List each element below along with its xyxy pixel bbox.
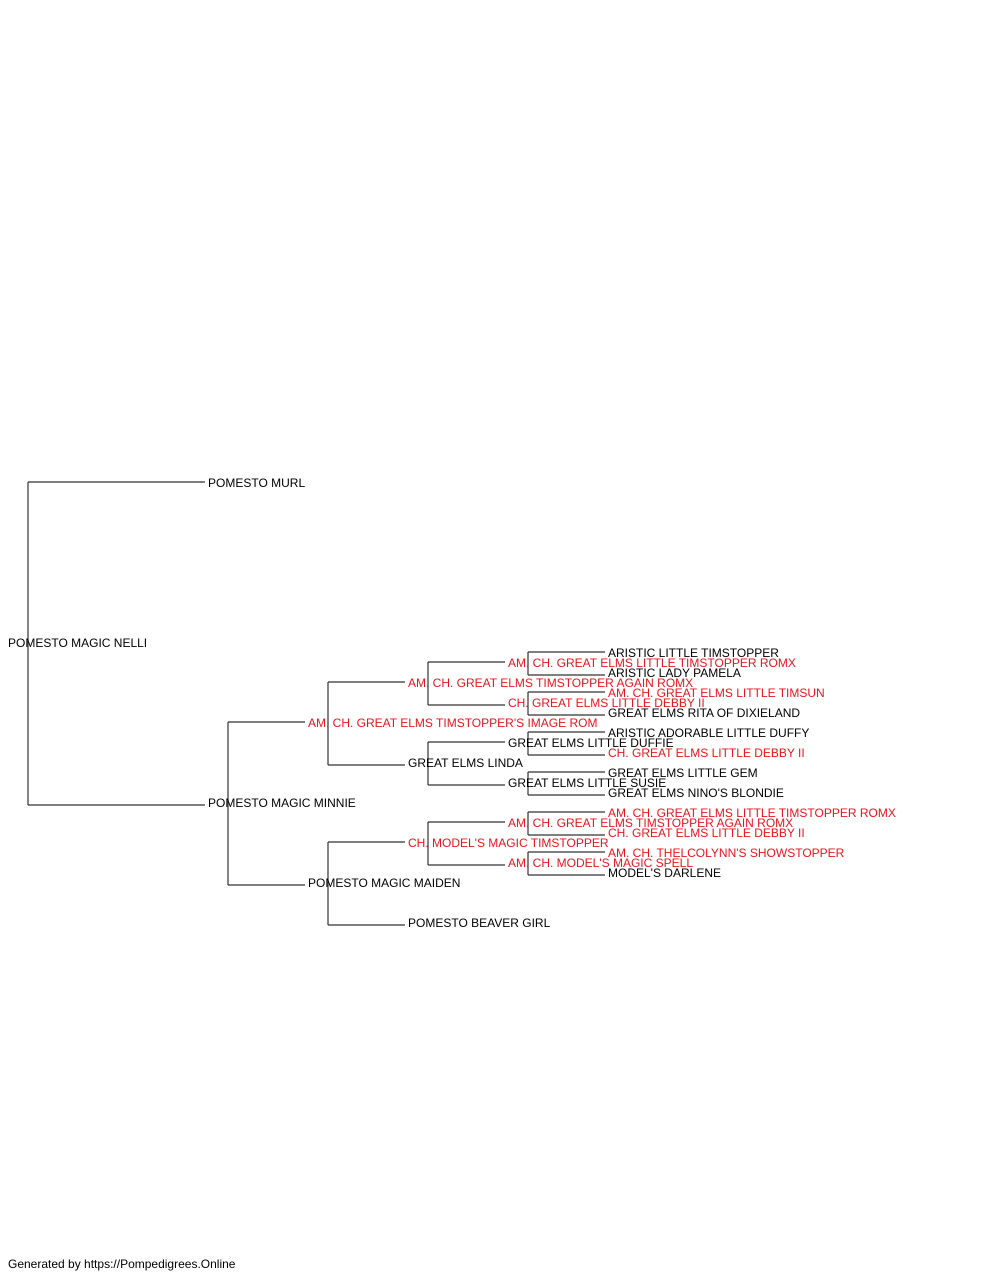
dog-name-dam-sire-sire: AM. CH. GREAT ELMS TIMSTOPPER AGAIN ROMX <box>408 676 693 690</box>
pedigree-tree: POMESTO MURL ARISTIC LITTLE TIMSTOPPER ARI… <box>8 476 896 930</box>
dog-name-dam-dam-sire-dam-dam: MODEL'S DARLENE <box>608 866 721 880</box>
dog-name-dam-sire-dam-sire: GREAT ELMS LITTLE DUFFIE <box>508 736 674 750</box>
dog-name-dam-sire: AM. CH. GREAT ELMS TIMSTOPPER'S IMAGE RO… <box>308 716 597 730</box>
dog-name-dam-dam-sire-dam: AM. CH. MODEL'S MAGIC SPELL <box>508 856 693 870</box>
dog-name-dam-sire-dam-sire-sire: ARISTIC ADORABLE LITTLE DUFFY <box>608 726 809 740</box>
dog-name-sire: POMESTO MURL <box>208 476 305 490</box>
pedigree-connector-lines <box>27 481 605 926</box>
generated-by-footer: Generated by https://Pompedigrees.Online <box>8 1257 236 1271</box>
dog-name-dam-sire-dam-dam-sire: GREAT ELMS LITTLE GEM <box>608 766 758 780</box>
dog-name-dam-sire-sire-dam-dam: GREAT ELMS RITA OF DIXIELAND <box>608 706 800 720</box>
dog-name-dam-dam-dam: POMESTO BEAVER GIRL <box>408 916 551 930</box>
dog-name-dam-sire-sire-sire: AM. CH. GREAT ELMS LITTLE TIMSTOPPER ROM… <box>508 656 796 670</box>
dog-name-dam-dam-sire-sire-dam: CH. GREAT ELMS LITTLE DEBBY II <box>608 826 805 840</box>
dog-name-dam-sire-dam-sire-dam: CH. GREAT ELMS LITTLE DEBBY II <box>608 746 805 760</box>
dog-name-dam-dam: POMESTO MAGIC MAIDEN <box>308 876 460 890</box>
dog-name-dam-sire-dam-dam: GREAT ELMS LITTLE SUSIE <box>508 776 666 790</box>
dog-name-subject: POMESTO MAGIC NELLI <box>8 636 147 650</box>
dog-name-dam-sire-sire-dam: CH. GREAT ELMS LITTLE DEBBY II <box>508 696 705 710</box>
dog-name-dam-sire-dam-dam-dam: GREAT ELMS NINO'S BLONDIE <box>608 786 784 800</box>
dog-name-dam-sire-dam: GREAT ELMS LINDA <box>408 756 523 770</box>
pedigree-labels: POMESTO MURL ARISTIC LITTLE TIMSTOPPER ARI… <box>8 476 896 930</box>
dog-name-dam-dam-sire-dam-sire: AM. CH. THELCOLYNN'S SHOWSTOPPER <box>608 846 845 860</box>
dog-name-dam-sire-sire-sire-dam: ARISTIC LADY PAMELA <box>608 666 741 680</box>
dog-name-dam-sire-sire-sire-sire: ARISTIC LITTLE TIMSTOPPER <box>608 646 779 660</box>
dog-name-dam-dam-sire-sire-sire: AM. CH. GREAT ELMS LITTLE TIMSTOPPER ROM… <box>608 806 896 820</box>
dog-name-dam-dam-sire-sire: AM. CH. GREAT ELMS TIMSTOPPER AGAIN ROMX <box>508 816 793 830</box>
dog-name-dam-sire-sire-dam-sire: AM. CH. GREAT ELMS LITTLE TIMSUN <box>608 686 825 700</box>
dog-name-dam: POMESTO MAGIC MINNIE <box>208 796 356 810</box>
dog-name-dam-dam-sire: CH. MODEL'S MAGIC TIMSTOPPER <box>408 836 609 850</box>
